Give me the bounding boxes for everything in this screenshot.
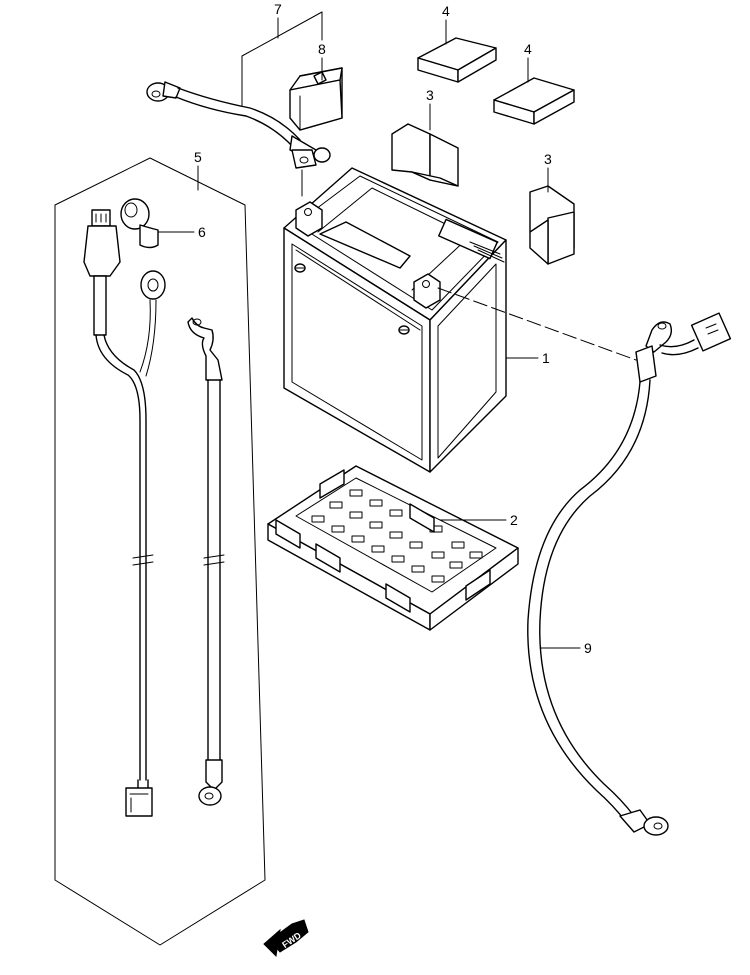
battery-part xyxy=(283,167,507,473)
terminal-routing-line xyxy=(437,287,637,361)
callout-spacer-b: 4 xyxy=(524,41,532,57)
harness-ground-wire xyxy=(187,317,225,806)
battery-plus-lead-part xyxy=(527,312,732,836)
spacer-part-a xyxy=(417,37,497,83)
forward-direction-arrow: FWD xyxy=(263,919,309,958)
callout-starter-relay: 6 xyxy=(198,224,206,240)
harness-box-outline xyxy=(54,157,266,946)
callout-pad-a: 3 xyxy=(426,87,434,103)
starter-relay-part xyxy=(120,198,159,249)
pad-part-a xyxy=(391,123,459,187)
callout-pad-b: 3 xyxy=(544,151,552,167)
callout-battery-tray: 2 xyxy=(510,512,518,528)
callout-fuse-cover: 8 xyxy=(318,41,326,57)
tray-slots xyxy=(311,489,483,583)
leader-lines xyxy=(157,11,581,649)
callout-battery-minus-lead: 7 xyxy=(274,1,282,17)
spacer-part-b xyxy=(493,77,575,125)
battery-tray-part xyxy=(267,465,519,631)
callout-battery: 1 xyxy=(542,350,550,366)
harness-main-wire xyxy=(83,209,166,817)
battery-minus-lead-part xyxy=(146,81,331,169)
callout-wiring-harness: 5 xyxy=(194,149,202,165)
callout-battery-plus-lead: 9 xyxy=(584,640,592,656)
callout-spacer-a: 4 xyxy=(442,3,450,19)
fuse-cover-part xyxy=(289,67,343,131)
pad-part-b xyxy=(529,185,575,265)
